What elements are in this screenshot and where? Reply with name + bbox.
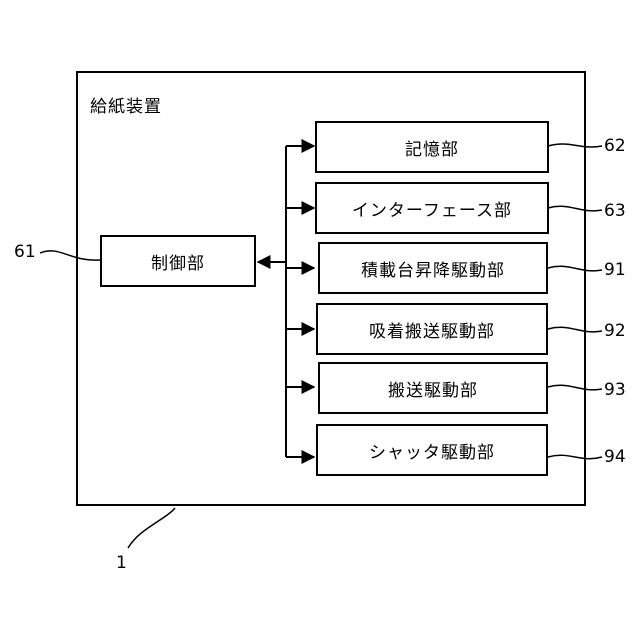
ref-63: 63: [604, 201, 626, 221]
ref-62: 62: [604, 136, 626, 156]
storage-unit-box: 記憶部: [315, 121, 549, 173]
controller-label: 制御部: [151, 249, 205, 274]
suction-conveyance-drive-label: 吸着搬送駆動部: [369, 317, 495, 342]
shutter-drive-box: シャッタ駆動部: [316, 424, 548, 476]
conveyance-drive-label: 搬送駆動部: [388, 376, 478, 401]
storage-unit-label: 記憶部: [405, 135, 459, 160]
interface-unit-box: インターフェース部: [315, 182, 549, 234]
ref-93: 93: [604, 380, 626, 400]
ref-61: 61: [14, 242, 36, 262]
controller-box: 制御部: [100, 235, 256, 287]
lift-drive-unit-box: 積載台昇降駆動部: [318, 242, 548, 294]
lift-drive-unit-label: 積載台昇降駆動部: [361, 256, 505, 281]
interface-unit-label: インターフェース部: [352, 196, 512, 221]
leader-1: [128, 508, 175, 548]
ref-1: 1: [116, 553, 127, 573]
shutter-drive-label: シャッタ駆動部: [369, 438, 495, 463]
paper-feeder-title: 給紙装置: [90, 92, 162, 117]
suction-conveyance-drive-box: 吸着搬送駆動部: [316, 303, 548, 355]
ref-92: 92: [604, 321, 626, 341]
ref-91: 91: [604, 260, 626, 280]
ref-94: 94: [604, 447, 626, 467]
conveyance-drive-box: 搬送駆動部: [318, 362, 548, 414]
